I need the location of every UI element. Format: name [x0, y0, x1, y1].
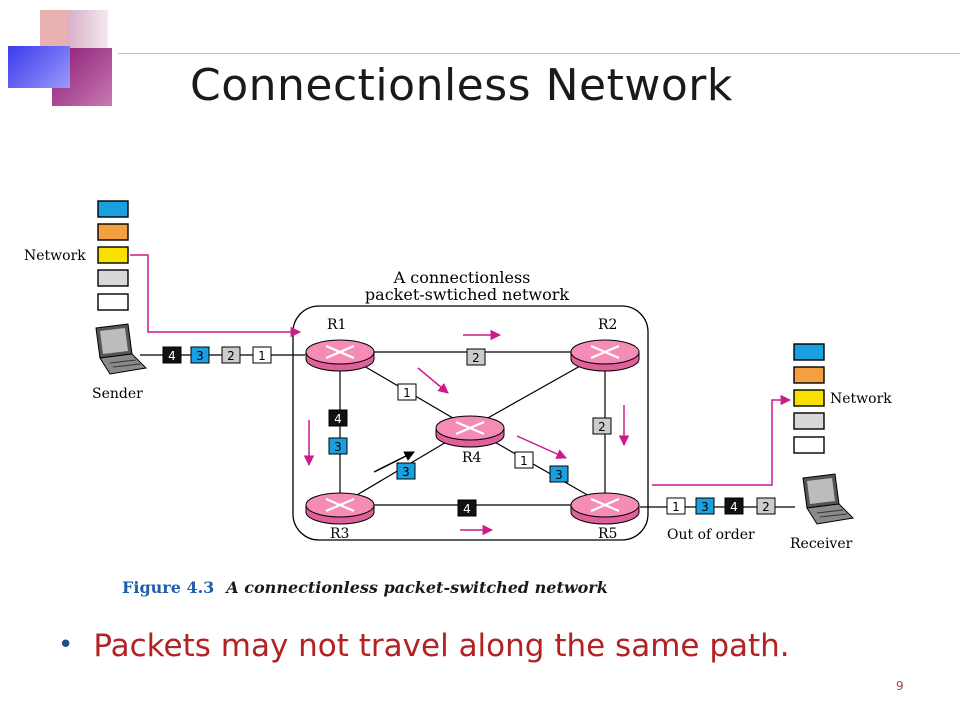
router-label-r1: R1: [327, 317, 346, 333]
corner-decoration: [0, 0, 130, 110]
bullet-item: • Packets may not travel along the same p…: [58, 628, 790, 664]
svg-text:3: 3: [701, 500, 709, 514]
svg-text:4: 4: [168, 349, 176, 363]
figure-caption-text: A connectionless packet-switched network: [226, 578, 608, 597]
direction-arrows: [303, 329, 630, 536]
packet-r1-r4: 1: [397, 383, 417, 401]
packet-r1-r3-black: 4: [328, 409, 348, 427]
svg-text:3: 3: [402, 465, 410, 479]
sender-laptop-icon: [95, 323, 148, 375]
bullet-text: Packets may not travel along the same pa…: [93, 628, 790, 664]
packet-r4-r5-white: 1: [514, 451, 534, 469]
receiver-label: Receiver: [790, 536, 853, 552]
svg-text:1: 1: [520, 454, 528, 468]
packet-r1-r2: 2: [466, 348, 486, 366]
packet-r3-r5: 4: [457, 499, 477, 517]
packet-r2-r5: 2: [592, 417, 612, 435]
svg-text:4: 4: [463, 502, 471, 516]
svg-text:1: 1: [403, 386, 411, 400]
svg-text:3: 3: [334, 440, 342, 454]
figure-number: Figure 4.3: [122, 578, 215, 597]
router-label-r4: R4: [462, 450, 482, 466]
svg-text:4: 4: [730, 500, 738, 514]
svg-text:3: 3: [555, 468, 563, 482]
svg-text:2: 2: [472, 351, 480, 365]
svg-text:1: 1: [258, 349, 266, 363]
router-r4: [435, 415, 505, 448]
title-rule: [118, 53, 960, 54]
packet-r1-r3-blue: 3: [328, 437, 348, 455]
page-title: Connectionless Network: [190, 60, 733, 111]
router-r1: [305, 339, 375, 372]
network-title-line1: A connectionless: [393, 268, 531, 287]
bullet-dot-icon: •: [58, 630, 74, 660]
router-label-r5: R5: [598, 526, 617, 542]
packet-r3-r4: 3: [396, 462, 416, 480]
sender-label: Sender: [92, 386, 143, 402]
svg-text:1: 1: [672, 500, 680, 514]
page-number: 9: [896, 679, 904, 693]
network-boundary: [292, 305, 649, 541]
sender-path-arrow: [130, 254, 302, 338]
receiver-packet-queue: 1 3 4 2: [666, 497, 776, 515]
receiver-path-arrow: [652, 394, 792, 486]
network-layer-label-left: Network: [24, 248, 86, 264]
receiver-laptop-icon: [802, 473, 855, 525]
packet-r4-r5-blue: 3: [549, 465, 569, 483]
sender-protocol-stack: [97, 200, 129, 311]
svg-text:3: 3: [196, 349, 204, 363]
svg-text:4: 4: [334, 412, 342, 426]
router-label-r3: R3: [330, 526, 349, 542]
figure-caption: Figure 4.3 A connectionless packet-switch…: [122, 578, 608, 597]
receiver-protocol-stack: [793, 343, 825, 454]
network-layer-label-right: Network: [830, 391, 892, 407]
svg-text:2: 2: [762, 500, 770, 514]
network-diagram: A connectionless packet-swtiched network: [24, 200, 892, 552]
router-r5: [570, 492, 640, 525]
router-r3: [305, 492, 375, 525]
router-label-r2: R2: [598, 317, 617, 333]
network-title-line2: packet-swtiched network: [365, 285, 569, 304]
router-r2: [570, 339, 640, 372]
sender-packet-queue: 4 3 2 1: [162, 346, 272, 364]
svg-text:2: 2: [598, 420, 606, 434]
out-of-order-label: Out of order: [667, 527, 755, 543]
svg-text:2: 2: [227, 349, 235, 363]
